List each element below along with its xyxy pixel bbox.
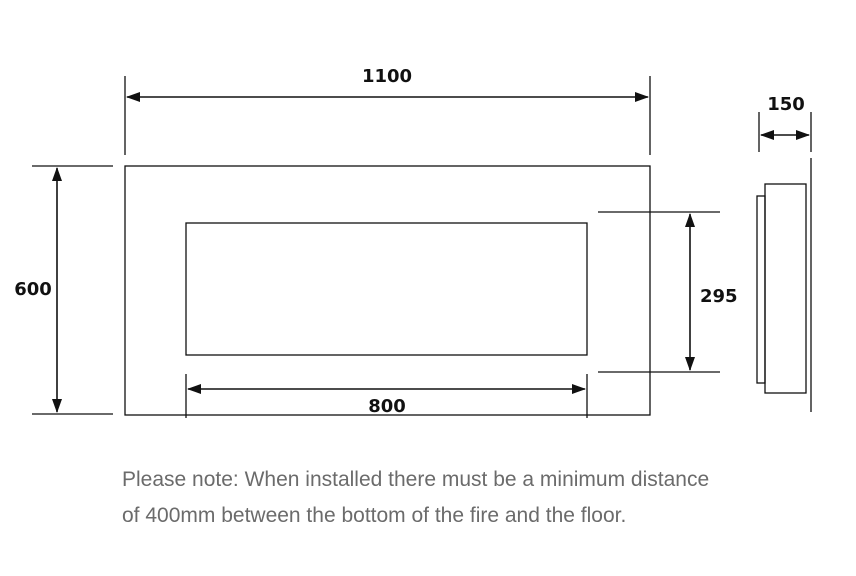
side-view-body [764, 183, 807, 394]
height-dimension: 600 [14, 165, 113, 415]
opening-width-label: 800 [368, 396, 406, 417]
width-dimension: 1100 [124, 66, 651, 155]
opening-width-dimension: 800 [185, 374, 588, 418]
opening-height-dimension: 295 [598, 211, 738, 373]
side-view [756, 158, 812, 412]
installation-note: Please note: When installed there must b… [122, 462, 842, 534]
depth-dimension: 150 [758, 94, 812, 152]
width-label: 1100 [362, 66, 412, 87]
installation-note-line-1: Please note: When installed there must b… [122, 468, 710, 491]
opening-height-label: 295 [700, 286, 738, 307]
depth-label: 150 [767, 94, 805, 115]
front-inner-opening [185, 222, 588, 356]
side-view-back-plate [756, 195, 766, 384]
height-label: 600 [14, 279, 52, 300]
front-outer-frame [124, 165, 651, 416]
installation-note-line-2: of 400mm between the bottom of the fire … [122, 504, 627, 527]
